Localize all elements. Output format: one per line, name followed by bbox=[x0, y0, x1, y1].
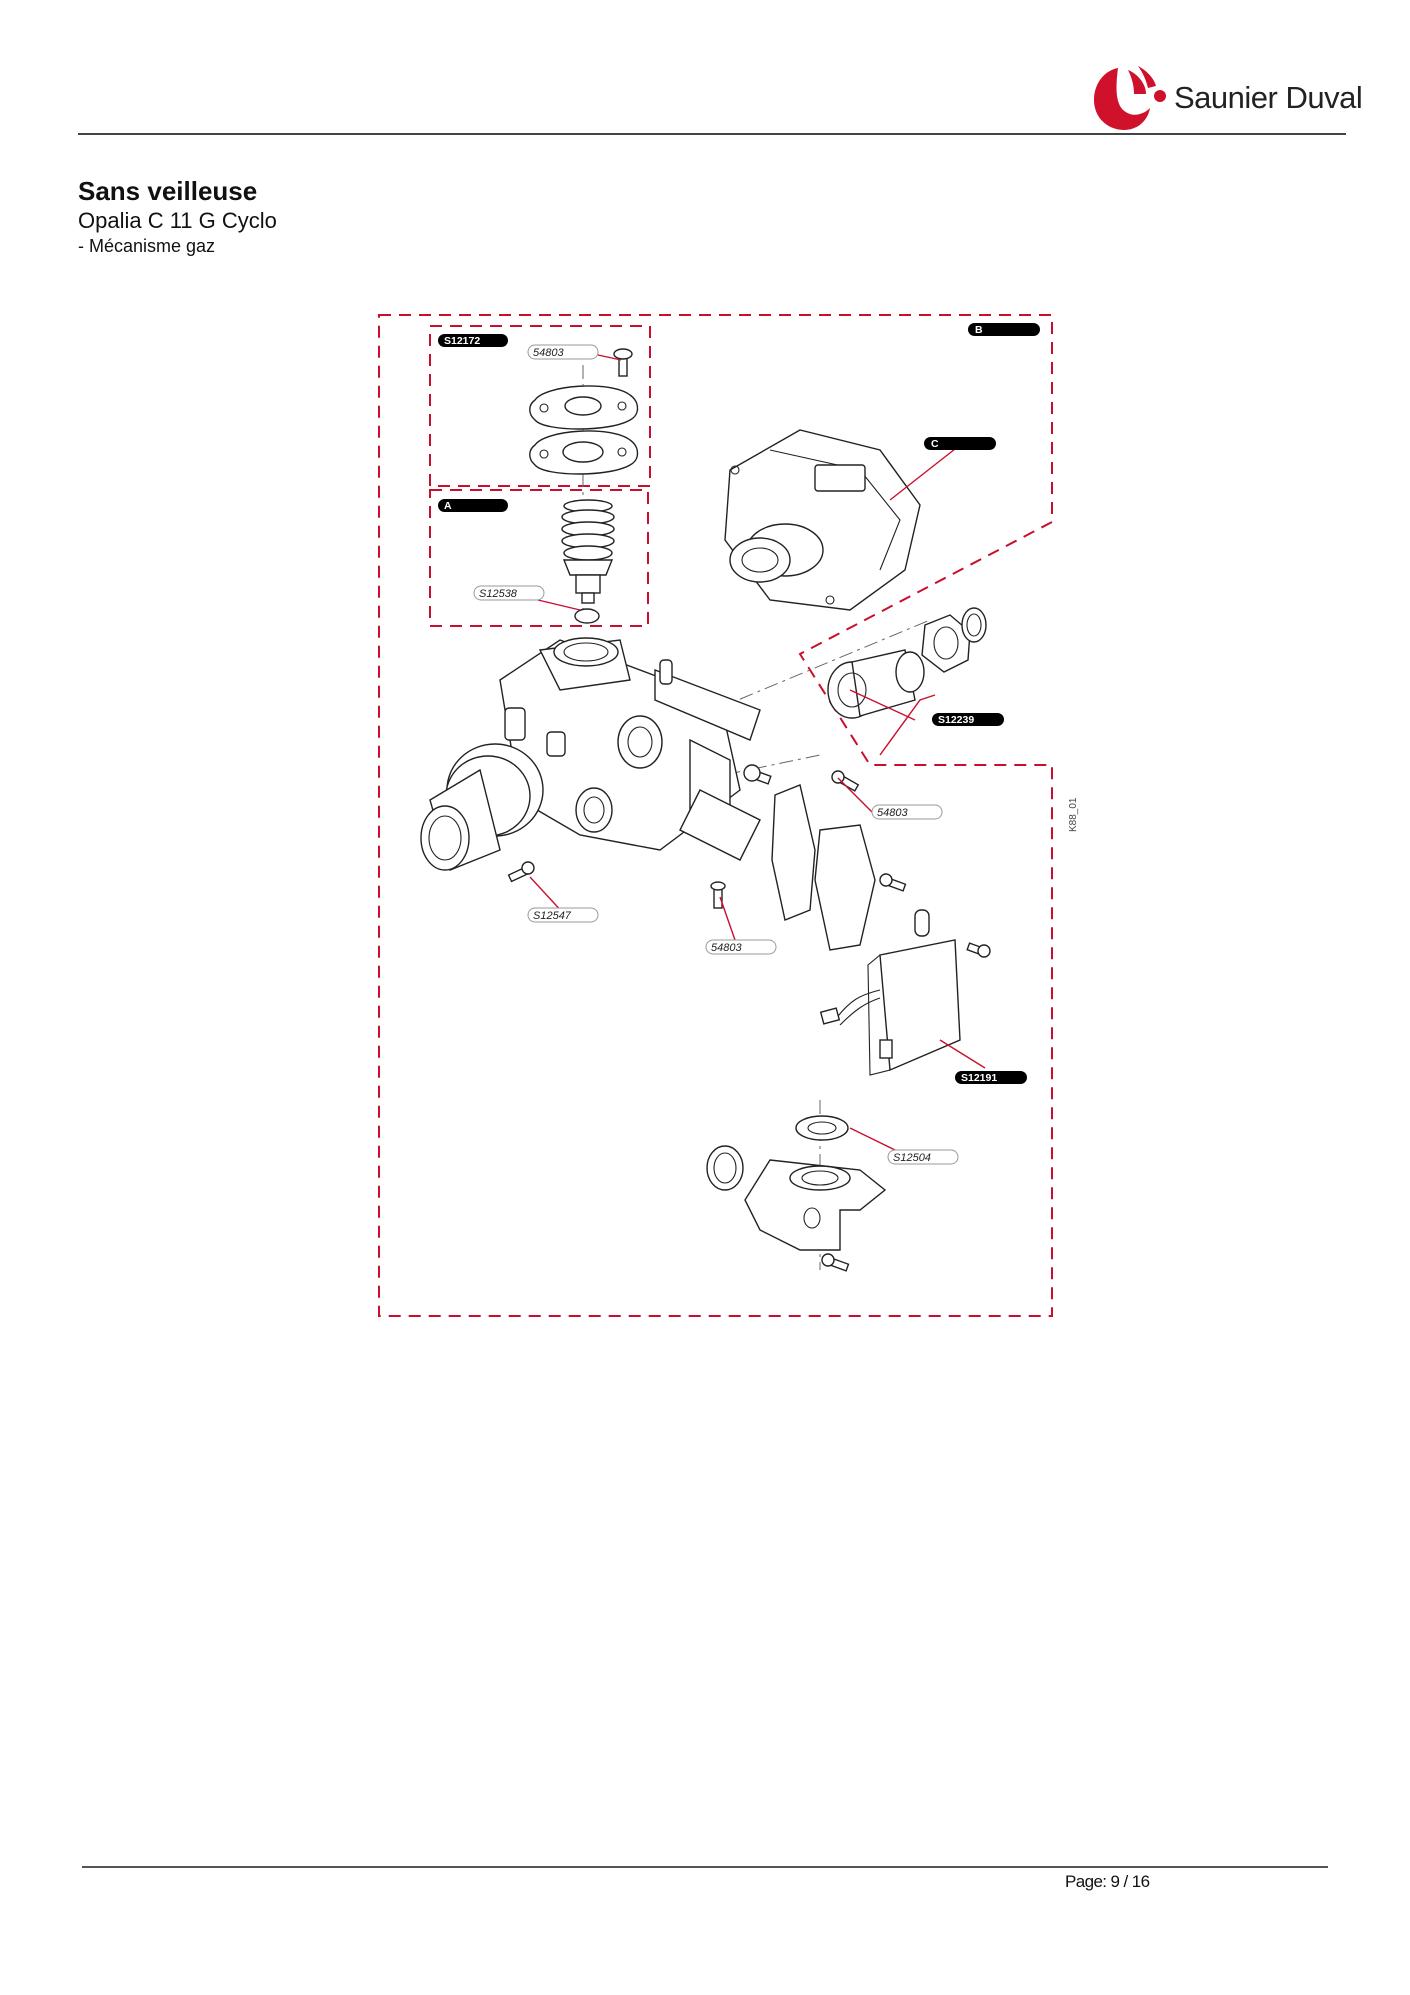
group-b-boundary bbox=[378, 314, 1053, 1317]
group-a-boundary bbox=[429, 489, 649, 627]
leader-line bbox=[879, 694, 936, 756]
svg-text:S12239: S12239 bbox=[938, 714, 974, 726]
leader-line bbox=[719, 896, 736, 941]
section-name: - Mécanisme gaz bbox=[78, 236, 216, 256]
gas-actuator-part bbox=[724, 429, 921, 611]
page-number: Page: 9 / 16 bbox=[1065, 1872, 1150, 1891]
leader-line bbox=[849, 1127, 896, 1151]
saunier-duval-logo-icon bbox=[1094, 66, 1166, 130]
label-54803-low: 54803 bbox=[705, 939, 777, 955]
pipe-connector-part bbox=[827, 607, 987, 719]
leader-line bbox=[537, 599, 581, 611]
gasket-part bbox=[529, 430, 639, 475]
svg-text:B: B bbox=[975, 324, 983, 336]
axis-line bbox=[689, 619, 931, 721]
label-a: A bbox=[438, 499, 508, 512]
footer-rule bbox=[82, 1866, 1328, 1868]
leader-line bbox=[597, 354, 622, 361]
model-name: Opalia C 11 G Cyclo bbox=[78, 208, 277, 233]
screw-part bbox=[710, 881, 726, 909]
flange-part bbox=[529, 385, 639, 430]
screw-part bbox=[831, 770, 860, 792]
svg-text:54803: 54803 bbox=[711, 942, 742, 954]
svg-text:S12538: S12538 bbox=[479, 588, 518, 600]
svg-text:54803: 54803 bbox=[533, 347, 564, 359]
group-s12172-boundary bbox=[429, 325, 651, 487]
label-s12504: S12504 bbox=[887, 1149, 959, 1165]
header-rule bbox=[78, 133, 1346, 135]
svg-text:A: A bbox=[444, 500, 452, 512]
brand-name: Saunier Duval bbox=[1174, 80, 1363, 115]
label-s12239: S12239 bbox=[932, 713, 1004, 726]
label-54803-top: 54803 bbox=[527, 344, 599, 360]
ignition-module-part bbox=[819, 909, 961, 1076]
screw-part bbox=[821, 1253, 850, 1272]
label-s12172: S12172 bbox=[438, 334, 508, 347]
label-s12547: S12547 bbox=[527, 907, 599, 923]
leader-line bbox=[849, 689, 916, 721]
drawing-reference: K88_01 bbox=[1068, 797, 1079, 832]
screw-part bbox=[879, 873, 907, 892]
svg-text:S12172: S12172 bbox=[444, 335, 480, 347]
svg-text:S12504: S12504 bbox=[893, 1152, 931, 1164]
screw-part bbox=[743, 764, 772, 785]
screw-part bbox=[507, 861, 535, 883]
bottom-elbow-part bbox=[706, 1115, 887, 1251]
svg-text:S12191: S12191 bbox=[961, 1072, 997, 1084]
label-s12191: S12191 bbox=[955, 1071, 1027, 1084]
spring-valve-part bbox=[561, 499, 615, 624]
leader-line bbox=[939, 1039, 986, 1069]
label-b: B bbox=[968, 323, 1040, 336]
screw-part bbox=[966, 942, 991, 958]
page-title: Sans veilleuse bbox=[78, 176, 258, 206]
svg-text:S12547: S12547 bbox=[533, 910, 572, 922]
leader-line bbox=[837, 777, 873, 813]
flat-gasket-part bbox=[771, 784, 876, 951]
inlet-pipe-part bbox=[420, 743, 544, 871]
label-c: C bbox=[924, 437, 996, 450]
label-54803-mid: 54803 bbox=[871, 804, 943, 820]
label-s12538: S12538 bbox=[473, 585, 545, 601]
leader-line bbox=[889, 448, 956, 501]
svg-text:54803: 54803 bbox=[877, 807, 908, 819]
svg-text:C: C bbox=[931, 438, 939, 450]
screw-part bbox=[613, 348, 633, 377]
gas-valve-body bbox=[499, 637, 761, 861]
